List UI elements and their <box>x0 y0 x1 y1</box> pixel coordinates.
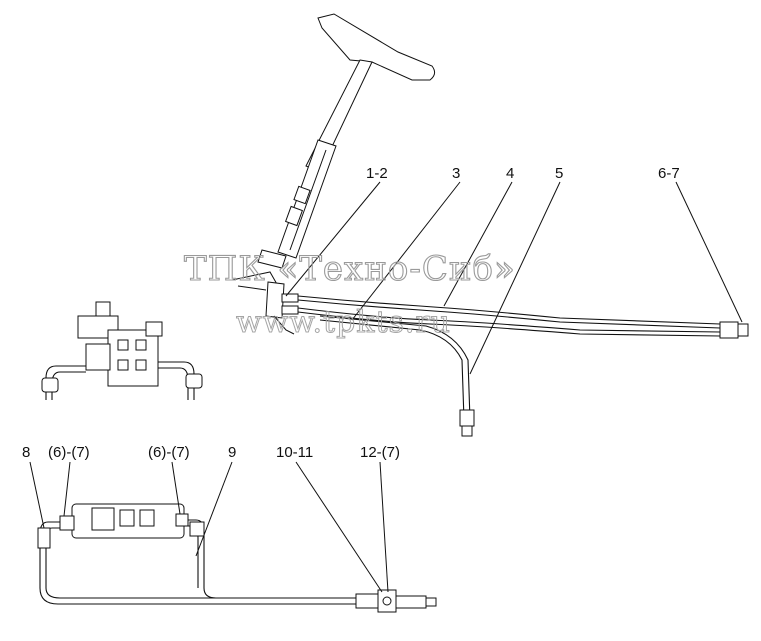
callout-10-11: 10-11 <box>276 444 313 461</box>
callout-4: 4 <box>506 165 514 182</box>
callout-9: 9 <box>228 444 236 461</box>
steering-valve-lower <box>59 503 189 539</box>
watermark-title: ТПК «Техно-Сиб» <box>184 249 516 289</box>
callout-5: 5 <box>555 165 563 182</box>
watermark-url: www.tpkts.ru <box>236 305 451 340</box>
lower-hoses <box>37 519 437 613</box>
callout-8: 8 <box>22 444 30 461</box>
callout-6-7-left: (6)-(7) <box>48 444 90 461</box>
leader-lines <box>29 181 743 593</box>
callout-3: 3 <box>452 165 460 182</box>
upper-hose-bundle <box>281 293 749 437</box>
callout-1-2: 1-2 <box>366 165 388 182</box>
steering-column <box>231 59 373 335</box>
steering-wheel <box>317 13 436 81</box>
callout-6-7: 6-7 <box>658 165 680 182</box>
callout-12-7: 12-(7) <box>360 444 400 461</box>
callout-6-7-right: (6)-(7) <box>148 444 190 461</box>
steering-valve-upper <box>41 301 203 400</box>
